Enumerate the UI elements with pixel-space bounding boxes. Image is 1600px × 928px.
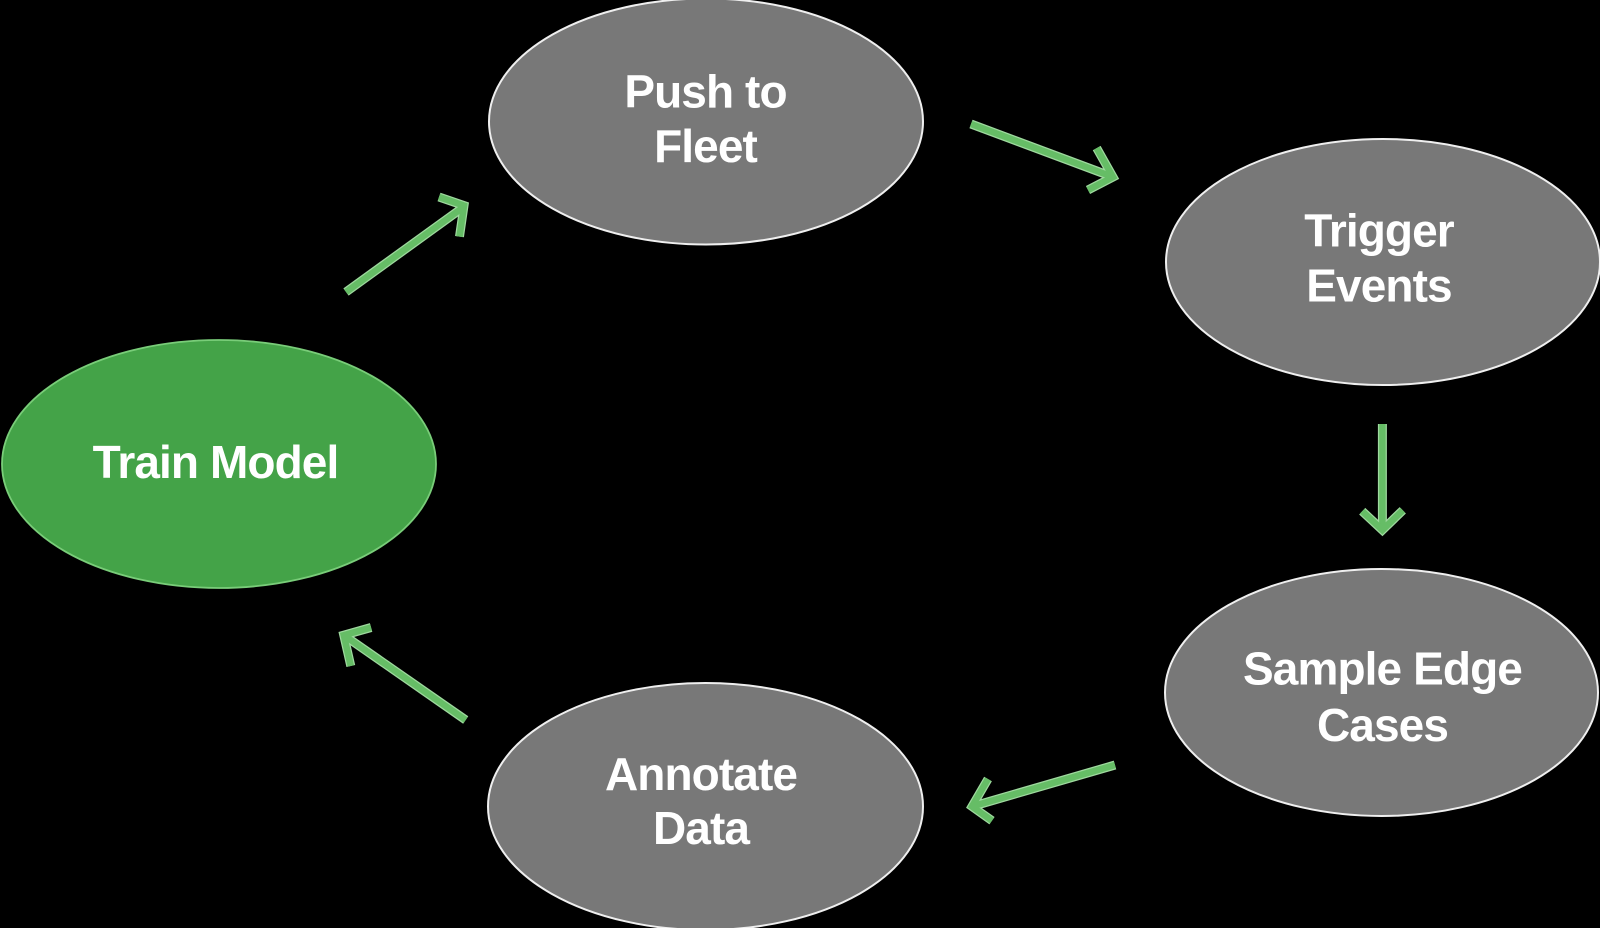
svg-text:Push to: Push to — [624, 66, 786, 118]
svg-text:Trigger: Trigger — [1304, 205, 1455, 257]
svg-text:Fleet: Fleet — [654, 120, 757, 172]
svg-text:Annotate: Annotate — [605, 748, 797, 800]
svg-text:Events: Events — [1306, 260, 1451, 312]
svg-text:Data: Data — [653, 802, 750, 854]
svg-text:Cases: Cases — [1317, 699, 1448, 751]
svg-text:Train Model: Train Model — [93, 436, 339, 488]
svg-text:Sample Edge: Sample Edge — [1243, 643, 1522, 695]
